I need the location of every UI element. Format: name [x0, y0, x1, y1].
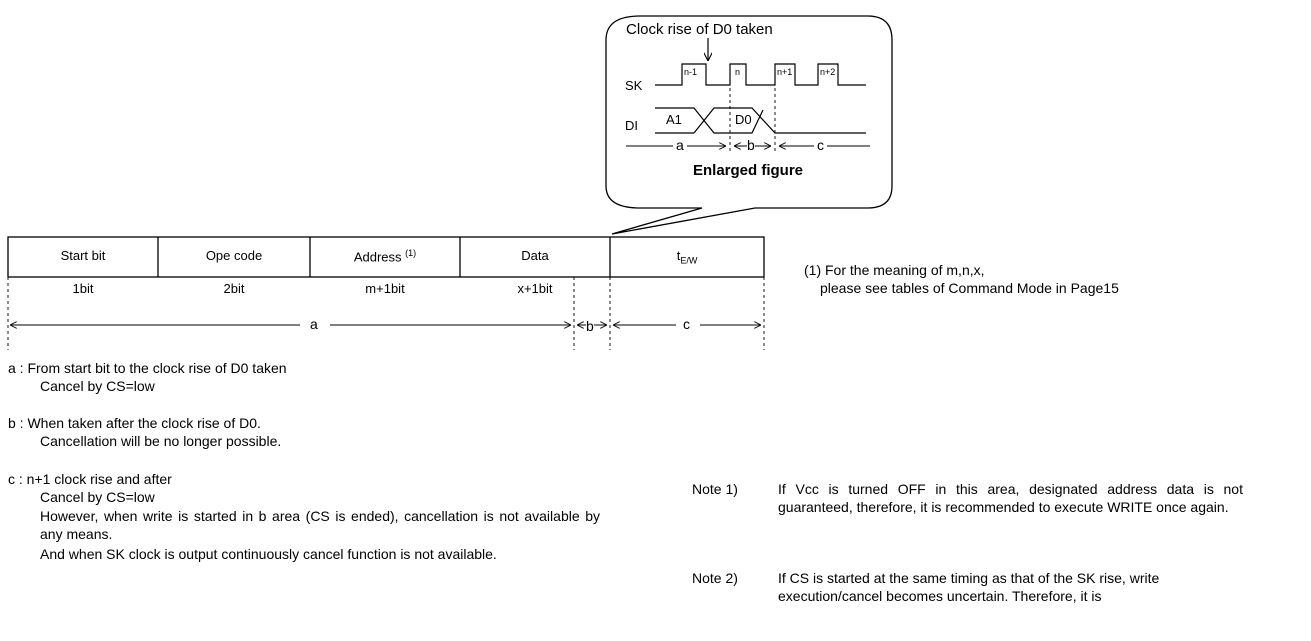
note-2: Note 2) If CS is started at the same tim…: [692, 569, 1252, 629]
bits-ope: 2bit: [223, 281, 245, 296]
note-a-line1: a : From start bit to the clock rise of …: [8, 360, 287, 376]
di-waveform-top: [655, 107, 764, 134]
cell-tew: tE/W: [610, 248, 764, 266]
span-a-label: a: [310, 316, 318, 332]
note-b-line2: Cancellation will be no longer possible.: [40, 433, 282, 449]
di-waveform-top2: [693, 107, 866, 134]
note-c-line2: Cancel by CS=low: [40, 489, 155, 505]
cell-ope-code: Ope code: [205, 248, 263, 263]
note-2-text: If CS is started at the same timing as t…: [778, 570, 1160, 604]
note-c-line1: c : n+1 clock rise and after: [8, 471, 172, 487]
note-2-label: Note 2): [692, 570, 738, 586]
bubble-seg-a: a: [673, 137, 687, 154]
pulse-label-n2: n+2: [820, 67, 836, 77]
note-b-line1: b : When taken after the clock rise of D…: [8, 415, 261, 431]
footnote-line2: please see tables of Command Mode in Pag…: [820, 280, 1119, 296]
bubble-caption: Enlarged figure: [693, 162, 804, 179]
pulse-label-n1: n+1: [777, 67, 793, 77]
di-label: DI: [625, 118, 638, 133]
span-c-label: c: [683, 316, 690, 332]
cell-address-sup: (1): [405, 248, 417, 258]
note-1-text: If Vcc is turned OFF in this area, desig…: [778, 481, 1243, 515]
footnote-line1: (1) For the meaning of m,n,x,: [804, 262, 985, 278]
bits-data: x+1bit: [517, 281, 553, 296]
note-a-line2: Cancel by CS=low: [40, 378, 155, 394]
pulse-label-n: n: [735, 67, 741, 77]
frame-guides: [7, 277, 765, 350]
cell-tew-sub: E/W: [680, 255, 698, 266]
bubble-seg-b: b: [747, 137, 755, 154]
pulse-label-n-1: n-1: [684, 67, 698, 77]
note-c-line4: And when SK clock is output continuously…: [40, 546, 497, 562]
sk-waveform: [655, 63, 866, 86]
cell-address: Address (1): [310, 248, 460, 265]
bits-start: 1bit: [72, 281, 94, 296]
bubble-title: Clock rise of D0 taken: [626, 21, 773, 38]
note-1-label: Note 1): [692, 481, 738, 497]
bits-address: m+1bit: [365, 281, 405, 296]
cell-tew-label: t: [676, 248, 681, 263]
sk-label: SK: [625, 78, 643, 93]
cell-data: Data: [521, 248, 549, 263]
di-a1-label: A1: [666, 112, 682, 127]
cell-address-label: Address: [353, 249, 402, 265]
callout-bubble: [605, 15, 893, 235]
command-frame-table: [7, 236, 765, 278]
cell-start-bit: Start bit: [60, 248, 106, 263]
di-d0-label: D0: [735, 112, 752, 127]
bubble-seg-c: c: [814, 137, 827, 154]
note-1: Note 1) If Vcc is turned OFF in this are…: [692, 480, 1252, 540]
note-c-line3: However, when write is started in b area…: [40, 508, 600, 542]
span-b-label: b: [586, 318, 594, 335]
